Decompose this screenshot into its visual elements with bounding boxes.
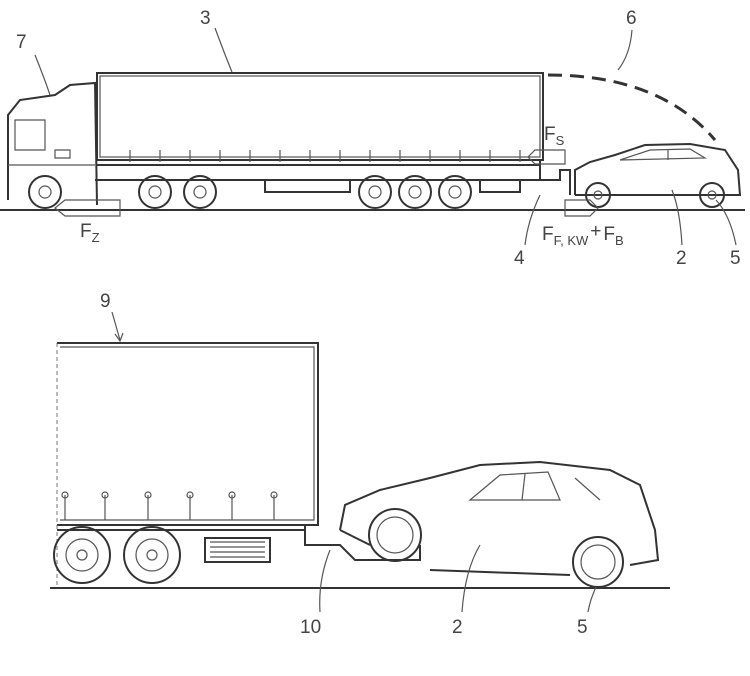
trajectory-dashed-line (547, 73, 717, 141)
coupling-device (539, 160, 571, 195)
force-arrow-fz (54, 199, 121, 217)
car-front-hub (593, 190, 603, 200)
force-arrow-fs (527, 149, 566, 165)
trailer-chassis (57, 529, 305, 563)
force-label-fs: FS (544, 124, 565, 148)
car-rear-wheel (699, 182, 725, 208)
arrow-head-icon (114, 332, 124, 343)
trailer-box (57, 342, 319, 526)
truck-wheels (28, 175, 472, 209)
cab-details (8, 119, 95, 166)
trailer-box (96, 72, 544, 161)
label-tractor: 7 (16, 32, 27, 53)
leader-lines (111, 311, 597, 613)
trailer-inner (99, 75, 541, 158)
car-windows (468, 471, 601, 501)
car-body (339, 460, 660, 576)
car-front-rim (376, 516, 414, 554)
leader-lines (34, 27, 737, 246)
trailer-posts (129, 150, 521, 162)
car-rear-hub (707, 190, 717, 200)
label-trailer: 3 (200, 8, 211, 29)
label-trailer: 9 (100, 291, 111, 312)
force-label-fz: FZ (80, 221, 100, 245)
top-figure: 7 3 6 4 2 5 FS FZ FF, KW+FB (0, 8, 745, 269)
tractor-cab (7, 81, 98, 206)
car-windows (619, 148, 708, 161)
bottom-figure: 9 10 2 5 (50, 291, 670, 638)
trailer-step-grille (210, 541, 265, 558)
trailer-posts (61, 491, 278, 520)
trailer-wheels (53, 526, 181, 584)
coupling-device (304, 525, 421, 561)
car-rear-rim (580, 544, 616, 580)
force-label-ffkw-fb: FF, KW+FB (542, 221, 624, 248)
car-front-wheel (368, 508, 422, 562)
trailer-inner (60, 346, 315, 521)
car-front-wheel (585, 182, 611, 208)
label-coupling: 4 (514, 248, 525, 269)
force-arrow-ffkw (564, 199, 599, 217)
label-wheel: 5 (577, 617, 588, 638)
car-rear-wheel (572, 536, 624, 588)
trailer-chassis (95, 164, 540, 193)
label-vehicle: 2 (452, 617, 463, 638)
label-vehicle: 2 (676, 248, 687, 269)
label-wheel: 5 (730, 248, 741, 269)
label-trajectory: 6 (626, 8, 637, 29)
label-coupling: 10 (300, 617, 321, 638)
car-body (574, 142, 742, 196)
